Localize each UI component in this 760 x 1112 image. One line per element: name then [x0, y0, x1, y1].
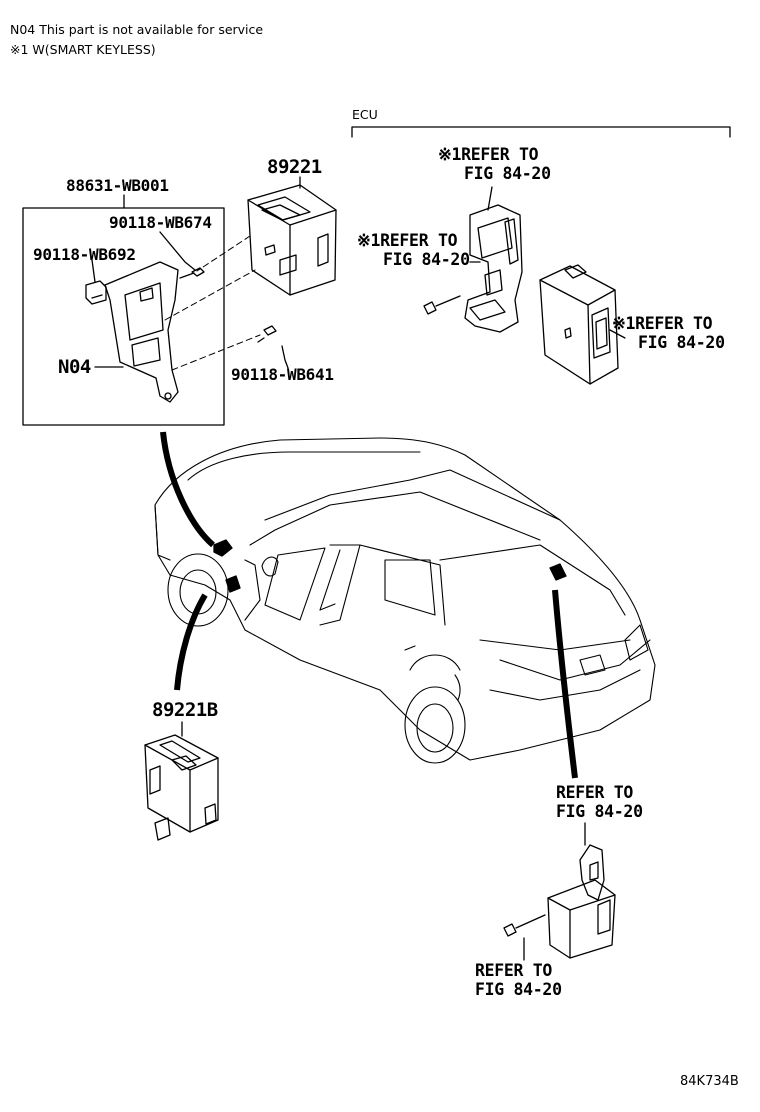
part-number-bolt-692[interactable]: 90118-WB692 [33, 245, 136, 264]
refer-label-right[interactable]: ※1REFER TO FIG 84-20 [612, 314, 725, 352]
part-number-module-bottom[interactable]: 89221B [152, 699, 218, 721]
note-not-available: N04 This part is not available for servi… [10, 22, 264, 37]
screw-90118-wb674 [179, 267, 205, 279]
location-pointers [160, 431, 578, 779]
part-number-module-top[interactable]: 89221 [267, 156, 322, 178]
note-smart-keyless: ※1 W(SMART KEYLESS) [10, 42, 156, 57]
rear-ecu [547, 844, 616, 959]
refer-label-top-center[interactable]: ※1REFER TO FIG 84-20 [438, 145, 551, 183]
diagram-code: 84K734B [680, 1074, 739, 1089]
part-number-assembly[interactable]: 88631-WB001 [66, 176, 169, 195]
assembly-box [22, 207, 225, 426]
clip-90118-wb692 [85, 280, 107, 305]
bolt-rear [503, 914, 546, 937]
refer-label-left-center[interactable]: ※1REFER TO FIG 84-20 [357, 231, 470, 269]
module-location-markers [213, 539, 567, 593]
module-89221b [144, 734, 219, 841]
screw-90118-wb641 [257, 325, 277, 343]
refer-label-rear-lower[interactable]: REFER TO FIG 84-20 [475, 961, 562, 999]
ecu-center-bracket [464, 204, 523, 333]
bolt-center [423, 295, 461, 315]
part-number-bracket-n04[interactable]: N04 [58, 356, 91, 378]
ecu-label: ECU [352, 107, 378, 122]
refer-label-rear-upper[interactable]: REFER TO FIG 84-20 [556, 783, 643, 821]
module-89221 [247, 184, 337, 296]
car-body [154, 437, 656, 764]
part-number-bolt-641[interactable]: 90118-WB641 [231, 365, 334, 384]
bracket-n04 [104, 261, 179, 403]
part-number-bolt-674[interactable]: 90118-WB674 [109, 213, 212, 232]
ecu-bracket-line [351, 126, 731, 138]
ecu-right-module [539, 264, 619, 385]
